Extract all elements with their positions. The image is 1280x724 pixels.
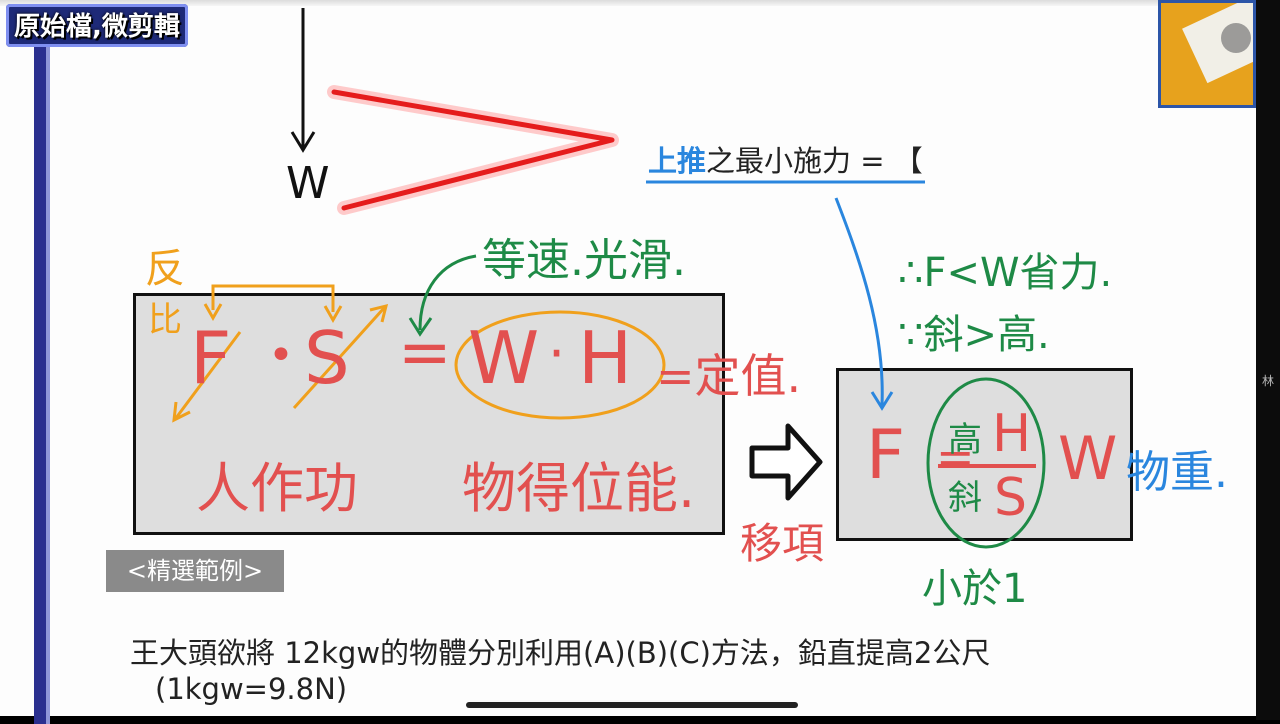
eq-force: F <box>190 316 232 400</box>
edge-glyph: 林 <box>1262 374 1275 388</box>
green-circle <box>926 377 1046 549</box>
equation-box-right <box>836 368 1133 541</box>
eq-equals: = <box>398 316 452 390</box>
result-slope-char: 斜 <box>948 478 982 518</box>
orange-circle <box>454 310 666 420</box>
eq-weight: W <box>468 316 540 400</box>
result-force: F <box>866 416 906 495</box>
orange-bracket-head-left <box>203 303 223 322</box>
eq-dot-1: • <box>268 330 294 381</box>
orange-bracket <box>211 284 335 312</box>
big-right-arrow-icon <box>749 423 823 501</box>
result-weight: W <box>1058 424 1118 494</box>
red-greater-than-stroke-core <box>331 89 615 211</box>
orange-bracket-head-right <box>323 305 343 324</box>
force-saving-note: ∴F<W省力. <box>898 250 1113 296</box>
green-pointer-line <box>418 254 477 331</box>
blue-pointer-line <box>834 197 884 406</box>
orange-up-arrow-head <box>369 303 389 323</box>
constant-speed-note: 等速.光滑. <box>482 235 686 286</box>
right-edge-strip: 林 <box>1256 0 1280 720</box>
orange-down-arrow <box>174 331 242 419</box>
problem-unit-note: (1kgw=9.8N) <box>155 672 348 706</box>
slope-height-note: ∵斜>高. <box>898 312 1050 358</box>
left-rail <box>34 34 46 724</box>
eq-distance: S <box>304 316 350 400</box>
down-arrow-icon <box>290 131 316 153</box>
green-pointer-head <box>408 317 433 337</box>
scroll-indicator[interactable] <box>466 702 798 708</box>
push-min-force-text: 上推之最小施力 = 【 <box>648 138 923 180</box>
top-bar <box>0 0 1256 6</box>
result-height-symbol: H <box>992 404 1032 464</box>
person-work-label: 人作功 <box>196 457 358 520</box>
orange-down-arrow-head <box>172 401 191 423</box>
orange-up-arrow <box>292 306 386 410</box>
result-height-char: 高 <box>948 420 982 460</box>
blue-pointer-head <box>870 391 894 411</box>
ratio-label: 比 <box>148 300 182 340</box>
potential-energy-label: 物得位能. <box>462 457 696 520</box>
result-slope-symbol: S <box>994 468 1028 528</box>
object-weight-note: 物重. <box>1126 447 1228 498</box>
eq-height: H <box>578 316 633 400</box>
push-up-word: 上推 <box>648 144 707 178</box>
move-term-label: 移項 <box>740 519 825 568</box>
video-thumbnail[interactable] <box>1158 0 1256 108</box>
handwriting-strokes <box>172 8 1046 549</box>
problem-text: 王大頭欲將 12kgw的物體分別利用(A)(B)(C)方法，鉛直提高2公尺 <box>130 636 991 670</box>
featured-example-label: <精選範例> <box>106 550 284 592</box>
eq-dot-2: · <box>548 322 566 385</box>
min-force-word: 之最小施力 = 【 <box>706 144 923 178</box>
equation-box-left <box>133 293 725 535</box>
less-than-one-note: 小於1 <box>922 566 1028 612</box>
watermark-badge: 原始檔,微剪輯 <box>6 4 188 47</box>
result-equals: = <box>936 430 975 484</box>
thumbnail-object <box>1221 23 1251 53</box>
inverse-label: 反 <box>145 246 185 292</box>
weight-label: W <box>286 158 330 209</box>
eq-constant: =定值. <box>656 349 802 403</box>
left-rail-highlight <box>46 34 50 724</box>
